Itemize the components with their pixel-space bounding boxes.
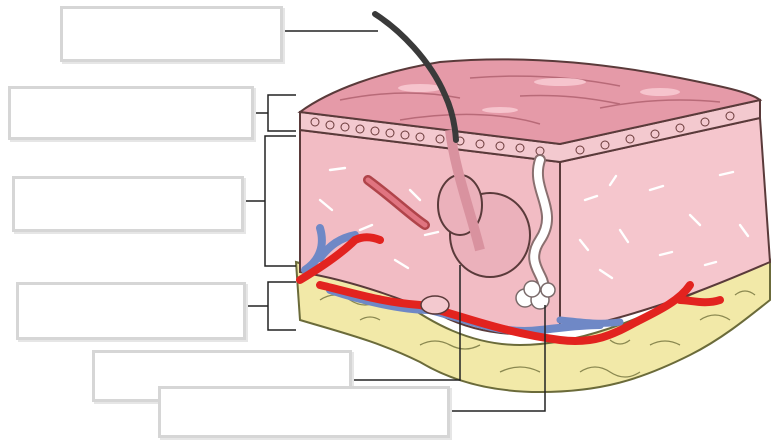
label-sweat-gland[interactable] [158,386,450,438]
label-subcutaneous[interactable] [16,282,246,340]
leader-dermis [265,136,296,266]
label-epidermis[interactable] [8,86,254,140]
leader-subcutaneous [268,282,296,330]
label-hair[interactable] [60,6,283,62]
leader-epidermis [268,95,296,131]
label-dermis[interactable] [12,176,244,232]
